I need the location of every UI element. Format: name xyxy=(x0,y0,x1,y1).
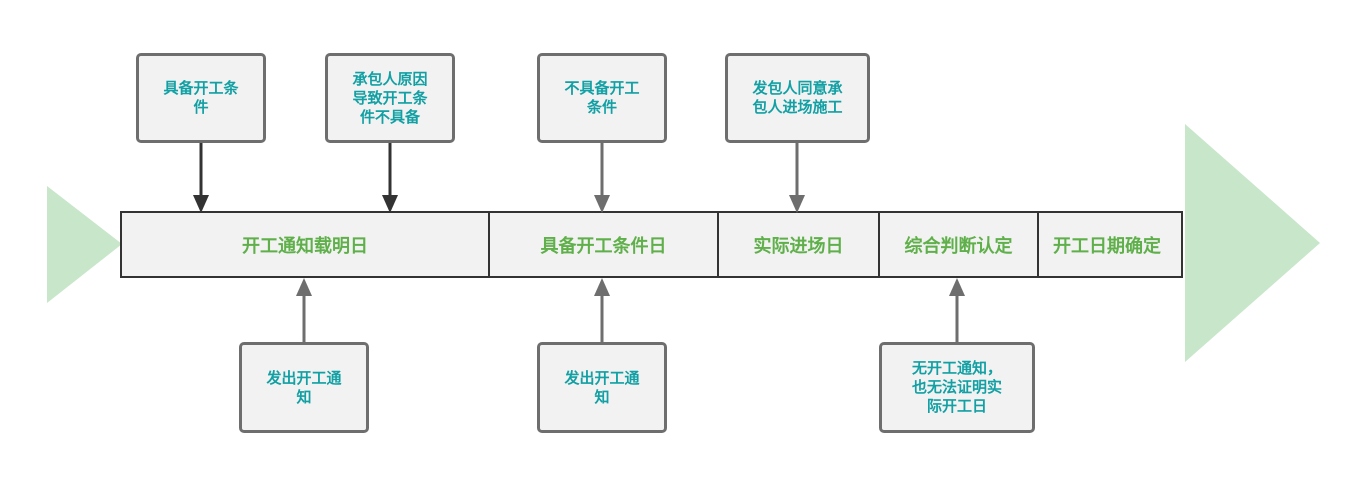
arrow-contractor-cause-head xyxy=(382,195,398,213)
arrow-conditions-met-head xyxy=(193,195,209,213)
bottom-box-2-line-1: 发出开工通 xyxy=(564,368,640,387)
bottom-box-3-line-1: 无开工通知， xyxy=(911,359,1002,377)
arrow-no-notice-head xyxy=(949,278,965,296)
bottom-box-1-line-1: 发出开工通 xyxy=(266,368,342,387)
bottom-box-2-line-2: 知 xyxy=(594,387,610,406)
arrow-employer-agrees-head xyxy=(789,195,805,213)
arrow-notice-1-head xyxy=(296,278,312,296)
bottom-box-no-notice: 无开工通知， 也无法证明实 际开工日 xyxy=(879,342,1035,433)
top-box-employer-agrees-entry: 发包人同意承 包人进场施工 xyxy=(725,53,870,143)
top-box-contractor-cause: 承包人原因 导致开工条 件不具备 xyxy=(325,53,455,143)
segment-notice-date: 开工通知载明日 xyxy=(122,213,490,276)
top-box-conditions-met: 具备开工条 件 xyxy=(136,53,266,143)
top-box-3-line-2: 条件 xyxy=(586,98,617,116)
segment-start-date-confirmed: 开工日期确定 xyxy=(1053,235,1161,257)
arrow-notice-2-head xyxy=(594,278,610,296)
top-box-4-line-2: 包人进场施工 xyxy=(752,98,843,116)
segment-conditions-date: 具备开工条件日 xyxy=(490,213,719,276)
top-box-2-line-1: 承包人原因 xyxy=(352,69,428,88)
top-box-1-line-2: 件 xyxy=(193,98,209,116)
bottom-box-notice-issued-1: 发出开工通 知 xyxy=(239,342,369,433)
timeline-bar: 开工通知载明日 具备开工条件日 实际进场日 综合判断认定 开工日期确定 xyxy=(120,211,1183,278)
bottom-box-3-line-3: 际开工日 xyxy=(926,397,987,415)
segment-entry-date: 实际进场日 xyxy=(719,213,880,276)
top-box-2-line-3: 件不具备 xyxy=(359,107,420,126)
arrow-not-met-head xyxy=(594,195,610,213)
top-box-3-line-1: 不具备开工 xyxy=(564,79,640,97)
top-box-2-line-2: 导致开工条 xyxy=(352,88,428,107)
bottom-box-1-line-2: 知 xyxy=(296,387,312,406)
segment-comprehensive-judgement: 综合判断认定 xyxy=(880,213,1039,276)
top-box-conditions-not-met: 不具备开工 条件 xyxy=(537,53,667,143)
bottom-box-3-line-2: 也无法证明实 xyxy=(911,378,1002,396)
left-chevron xyxy=(47,186,122,303)
top-box-4-line-1: 发包人同意承 xyxy=(752,79,843,97)
bottom-box-notice-issued-2: 发出开工通 知 xyxy=(537,342,667,433)
top-box-1-line-1: 具备开工条 xyxy=(163,79,239,97)
right-arrowhead xyxy=(1185,124,1320,362)
